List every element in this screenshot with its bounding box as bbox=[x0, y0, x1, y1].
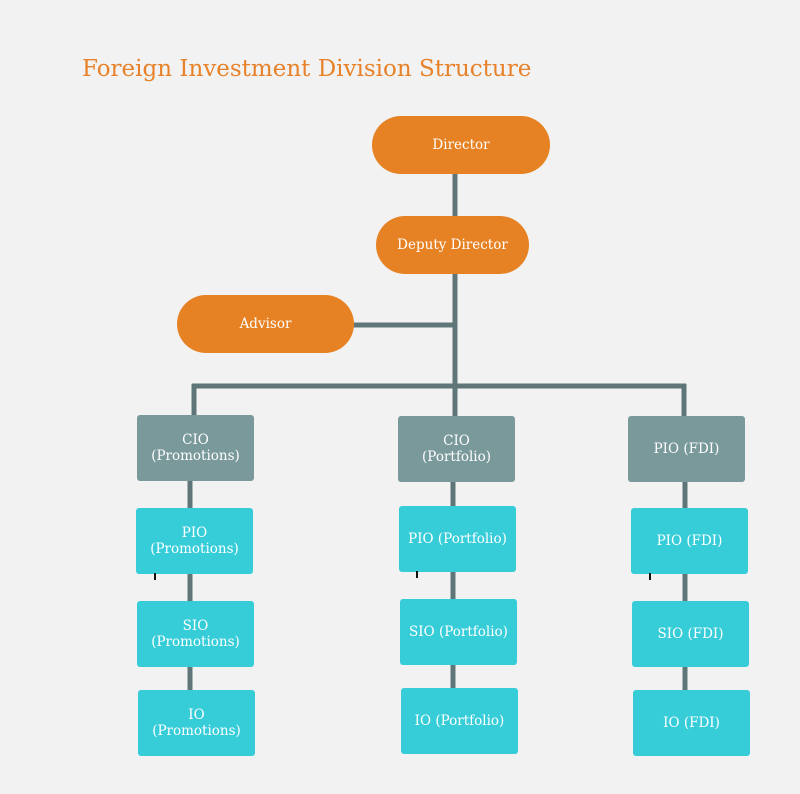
cio-portfolio-label: CIO (Portfolio) bbox=[422, 433, 491, 465]
director-label: Director bbox=[432, 137, 490, 153]
sio-promotions-node: SIO (Promotions) bbox=[137, 601, 254, 667]
pio-fdi-chief-label: PIO (FDI) bbox=[653, 441, 720, 457]
sio-promotions-label: SIO (Promotions) bbox=[151, 618, 240, 650]
advisor-node: Advisor bbox=[177, 295, 354, 353]
advisor-label: Advisor bbox=[239, 316, 292, 332]
io-portfolio-node: IO (Portfolio) bbox=[401, 688, 518, 754]
io-fdi-node: IO (FDI) bbox=[633, 690, 750, 756]
page-title: Foreign Investment Division Structure bbox=[82, 56, 532, 82]
cio-promotions-node: CIO (Promotions) bbox=[137, 415, 254, 481]
deputy-director-label: Deputy Director bbox=[397, 237, 508, 253]
cio-promotions-label: CIO (Promotions) bbox=[151, 432, 240, 464]
sio-fdi-node: SIO (FDI) bbox=[632, 601, 749, 667]
tick-mark-portfolio bbox=[416, 571, 418, 578]
pio-fdi-label: PIO (FDI) bbox=[656, 533, 723, 549]
pio-fdi-chief-node: PIO (FDI) bbox=[628, 416, 745, 482]
io-promotions-label: IO (Promotions) bbox=[152, 707, 241, 739]
sio-portfolio-label: SIO (Portfolio) bbox=[409, 624, 508, 640]
pio-fdi-node: PIO (FDI) bbox=[631, 508, 748, 574]
pio-promotions-label: PIO (Promotions) bbox=[150, 525, 239, 557]
cio-portfolio-node: CIO (Portfolio) bbox=[398, 416, 515, 482]
sio-fdi-label: SIO (FDI) bbox=[657, 626, 724, 642]
deputy-director-node: Deputy Director bbox=[376, 216, 529, 274]
tick-mark-promotions bbox=[154, 573, 156, 580]
io-promotions-node: IO (Promotions) bbox=[138, 690, 255, 756]
pio-portfolio-label: PIO (Portfolio) bbox=[408, 531, 507, 547]
io-fdi-label: IO (FDI) bbox=[663, 715, 720, 731]
io-portfolio-label: IO (Portfolio) bbox=[414, 713, 505, 729]
tick-mark-fdi bbox=[649, 573, 651, 580]
director-node: Director bbox=[372, 116, 550, 174]
pio-portfolio-node: PIO (Portfolio) bbox=[399, 506, 516, 572]
sio-portfolio-node: SIO (Portfolio) bbox=[400, 599, 517, 665]
pio-promotions-node: PIO (Promotions) bbox=[136, 508, 253, 574]
